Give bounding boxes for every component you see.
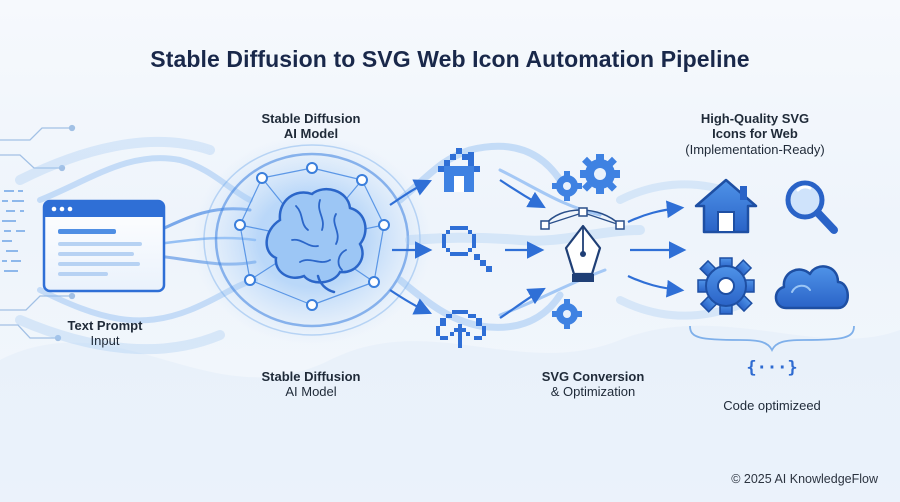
copyright-footer: © 2025 AI KnowledgeFlow <box>731 472 878 486</box>
background-wave <box>0 325 900 502</box>
brain-ring-outer <box>203 144 421 336</box>
arrows-to-raster <box>389 179 433 315</box>
pen-tool-icon <box>540 207 625 282</box>
gear-icon <box>580 154 620 194</box>
model-label-top-line2: AI Model <box>283 126 339 142</box>
model-label-top-line1: Stable Diffusion <box>261 111 361 126</box>
output-label-line2: Icons for Web <box>712 126 798 142</box>
model-label-bottom-line2: AI Model <box>285 384 337 400</box>
model-label-top: Stable Diffusion AI Model <box>236 111 386 142</box>
page-title: Stable Diffusion to SVG Web Icon Automat… <box>150 46 750 72</box>
model-label-bottom: Stable Diffusion AI Model <box>236 369 386 400</box>
data-stream-dashes <box>2 190 25 272</box>
text-prompt-window-icon <box>42 199 166 293</box>
magnifier-icon <box>785 180 838 234</box>
brain-icon <box>265 188 367 294</box>
input-label: Text Prompt Input <box>30 318 180 349</box>
output-label-line1: High-Quality SVG <box>700 111 810 126</box>
house-icon <box>694 178 758 234</box>
pixel-magnifier-icon <box>442 226 492 272</box>
arrows-to-conversion <box>499 179 546 319</box>
gear-icon <box>697 257 755 315</box>
cloud-icon <box>774 265 849 310</box>
circuit-lines-left <box>0 124 76 342</box>
output-label: High-Quality SVG Icons for Web (Implemen… <box>670 111 840 157</box>
model-label-bottom-line1: Stable Diffusion <box>261 369 361 384</box>
input-label-line1: Text Prompt <box>67 318 143 333</box>
brain-ring <box>214 152 410 328</box>
conversion-label: SVG Conversion & Optimization <box>518 369 668 400</box>
output-bracket <box>689 325 855 353</box>
pixel-cloud-upload-icon <box>436 310 486 348</box>
input-label-line2: Input <box>90 333 120 349</box>
network-nodes <box>234 162 390 311</box>
conversion-label-line1: SVG Conversion <box>541 369 645 384</box>
gear-icon <box>552 299 582 329</box>
pixel-house-icon <box>438 148 480 192</box>
code-label: Code optimizeed <box>723 398 821 413</box>
output-label-line3: (Implementation-Ready) <box>685 141 825 157</box>
arrows-to-output <box>627 200 687 298</box>
conversion-label-line2: & Optimization <box>550 384 636 400</box>
code-braces-icon: {···} <box>746 358 798 378</box>
gear-icon <box>552 171 582 201</box>
